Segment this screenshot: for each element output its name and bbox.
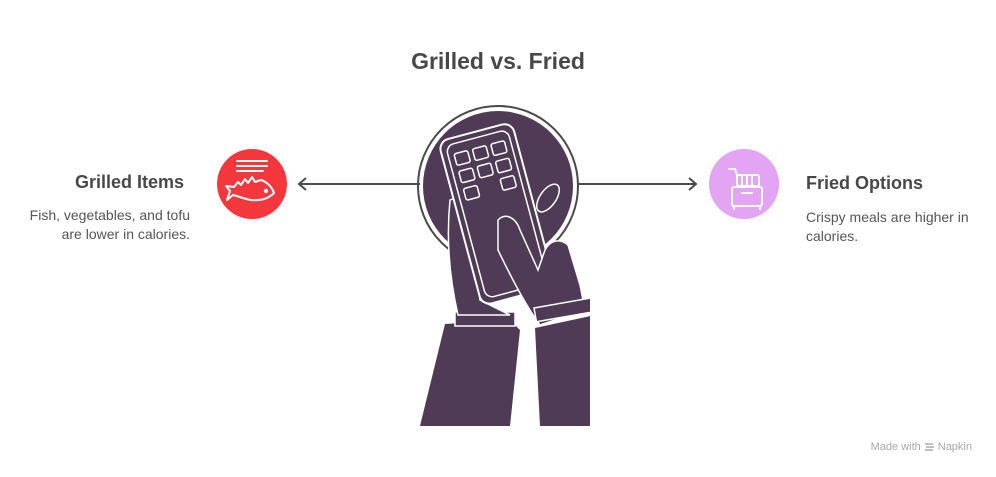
grilled-items-description: Fish, vegetables, and tofu are lower in …	[29, 207, 190, 242]
made-with-napkin-badge[interactable]: Made with Napkin	[871, 441, 972, 453]
grilled-fish-icon	[217, 149, 287, 219]
right-arrow-icon	[578, 177, 698, 191]
fried-options-description: Crispy meals are higher in calories.	[806, 209, 969, 244]
grilled-items-heading: Grilled Items	[74, 172, 184, 192]
napkin-brand-label: Napkin	[937, 441, 972, 453]
hands-calculator-icon	[417, 105, 590, 426]
napkin-logo-icon	[924, 442, 934, 451]
made-with-label: Made with	[870, 441, 921, 453]
deep-fryer-icon	[709, 149, 779, 219]
page-title: Grilled vs. Fried	[411, 48, 585, 74]
fried-options-heading: Fried Options	[806, 173, 923, 193]
left-arrow-icon	[297, 177, 420, 191]
